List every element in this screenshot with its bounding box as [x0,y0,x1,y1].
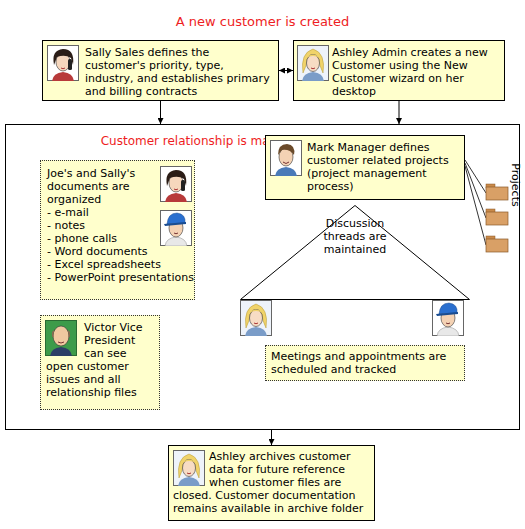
sally-avatar [161,167,192,203]
joe-avatar [433,301,464,337]
project-folders [486,184,508,252]
avatar-space [46,321,84,359]
diagram-title: A new customer is created [0,14,525,30]
avatar-space [48,46,85,98]
node-text: Mark Manager defines customer related pr… [271,141,456,193]
avatar-space [173,450,209,487]
connector-arrow [160,101,161,124]
victor-avatar [46,321,77,357]
process-box: Mark Manager defines customer related pr… [265,135,465,200]
node-text: - phone calls [47,232,192,245]
node-text: Joe's and Sally's documents are organize… [47,167,192,206]
avatar-space [158,167,192,253]
node-text: Meetings and appointments are scheduled … [271,350,458,376]
discussion-triangle: Discussion threads are maintained [240,205,470,300]
node-text: Sally Sales defines the customer's prior… [48,46,272,98]
node-text: - notes [47,219,192,232]
node-text: Ashley archives customer data for future… [173,450,370,515]
process-box: Sally Sales defines the customer's prior… [42,40,279,101]
leader-line [465,160,486,193]
connector-arrow [399,101,400,124]
triangle-shape [241,206,470,300]
node-text: - e-mail [47,206,192,219]
node-text: Ashley Admin creates a new Customer usin… [299,46,494,98]
node-text: - Word documents [47,245,192,258]
folder-tab [486,184,495,188]
folder-tab [486,209,495,213]
process-box: Ashley Admin creates a new Customer usin… [293,40,505,101]
sally-avatar [48,46,79,82]
node-text: - PowerPoint presentations [47,271,192,284]
leader-line [465,166,486,245]
process-box: Ashley archives customer data for future… [168,445,375,521]
folder-tab [486,236,495,240]
note-box: Victor Vice President can see open custo… [40,315,160,410]
ashley-avatar [174,451,205,487]
folder-icon [486,212,508,225]
node-text: - Excel spreadsheets [47,258,192,271]
connector-arrow [271,430,272,445]
node-text: Victor Vice President can see open custo… [46,321,151,399]
note-box: Meetings and appointments are scheduled … [265,345,465,381]
group-frame: Customer relationship is maintained and … [5,124,520,430]
leader-line [465,163,486,218]
joe-avatar [161,211,192,247]
avatars [46,46,464,487]
ashley-avatar [241,301,272,337]
group-label: Projects [508,160,522,210]
folder-icon [486,239,508,252]
mark-avatar [271,141,302,177]
ashley-avatar [298,46,329,82]
node-text: Discussion threads are maintained [316,217,394,256]
avatar-space [299,46,332,98]
note-box: Joe's and Sally's documents are organize… [40,160,195,300]
connector-arrow [279,70,293,71]
project-leaders [465,160,486,245]
folder-icon [486,187,508,200]
avatar-space [271,141,307,193]
